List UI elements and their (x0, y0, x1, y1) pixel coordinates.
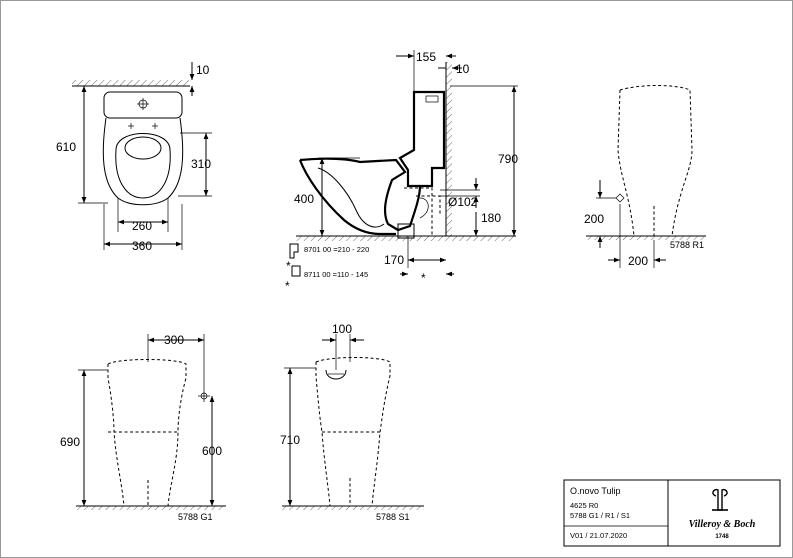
side-dim-bottom-label: 170 (384, 253, 404, 267)
tb-code-2: 5788 G1 / R1 / S1 (570, 511, 630, 520)
side-asterisk-label: * (421, 271, 426, 285)
s1-height-label: 710 (280, 433, 300, 447)
top-height-right-label: 310 (191, 157, 211, 171)
top-depth-label: 610 (56, 140, 76, 154)
g1-width-label: 300 (164, 333, 184, 347)
variant-asterisk-2: * (285, 279, 290, 293)
side-view: 155 10 790 400 Ø102 180 170 * 8701 00 =2… (285, 50, 518, 293)
side-pipe-height-label: 180 (481, 211, 501, 225)
side-seat-height-label: 400 (294, 192, 314, 206)
top-offset-label: 10 (196, 63, 210, 77)
s1-code-label: 5788 S1 (376, 512, 410, 522)
side-dim-top2-label: 10 (456, 62, 470, 76)
g1-code-label: 5788 G1 (178, 512, 213, 522)
tb-version: V01 / 21.07.2020 (570, 531, 627, 540)
view-r1: 200 200 5788 R1 (584, 85, 706, 268)
brand-logo: Villeroy & Boch 1748 (689, 488, 756, 540)
view-g1: 300 690 600 5788 G1 (60, 333, 226, 522)
s1-width-label: 100 (332, 322, 352, 336)
side-height-total-label: 790 (498, 152, 518, 166)
top-width-inner-label: 260 (132, 219, 152, 233)
top-view: 610 310 260 360 10 (56, 62, 212, 253)
variant-asterisk-1: * (286, 259, 291, 273)
brand-name: Villeroy & Boch (689, 519, 756, 530)
tb-product: O.novo Tulip (570, 486, 621, 496)
r1-width-label: 200 (628, 254, 648, 268)
g1-height-total-label: 690 (60, 435, 80, 449)
tb-code-1: 4625 R0 (570, 501, 598, 510)
g1-height-conn-label: 600 (202, 444, 222, 458)
brand-year: 1748 (715, 534, 729, 540)
top-width-outer-label: 360 (132, 239, 152, 253)
variant-2-label: 8711 00 =110 - 145 (304, 270, 368, 279)
side-pipe-diameter-label: Ø102 (448, 195, 478, 209)
title-block: O.novo Tulip 4625 R0 5788 G1 / R1 / S1 V… (563, 479, 781, 547)
variant-1-label: 8701 00 =210 - 220 (304, 245, 369, 254)
r1-height-label: 200 (584, 212, 604, 226)
view-s1: 100 710 5788 S1 (280, 322, 424, 522)
r1-code-label: 5788 R1 (670, 240, 704, 250)
side-dim-top-label: 155 (416, 50, 436, 64)
